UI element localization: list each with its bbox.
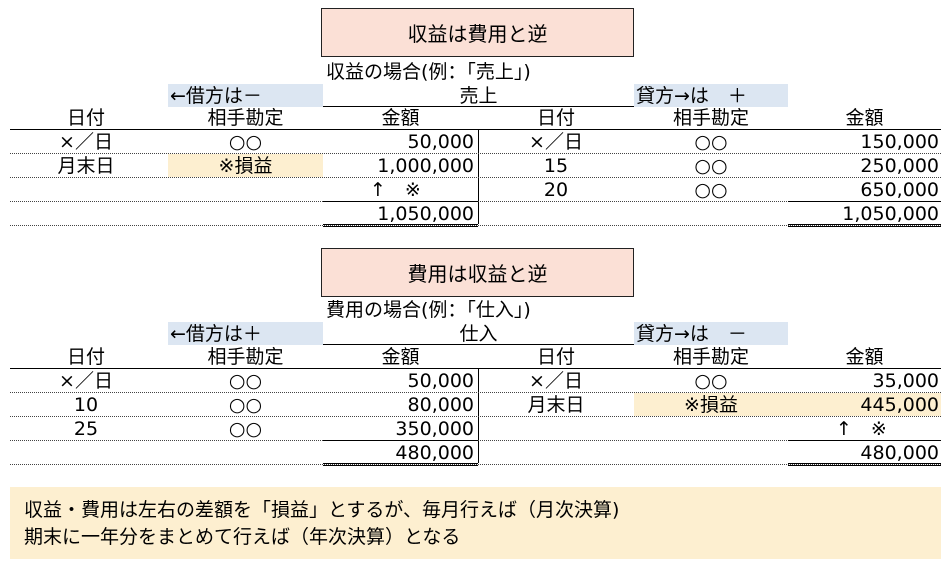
account-name: 売上 <box>459 85 498 107</box>
row-date: 月末日 <box>57 155 115 177</box>
row-amount: 250,000 <box>860 155 939 177</box>
header-date: 日付 <box>66 346 105 368</box>
row-counterpart: ○○ <box>694 131 728 153</box>
t-account-divider <box>478 368 479 463</box>
row-counterpart: ○○ <box>228 394 263 416</box>
row-rule <box>10 416 941 417</box>
section-subtitle: 費用の場合(例：「仕入」) <box>326 299 531 321</box>
row-counterpart: ○○ <box>228 131 263 153</box>
header-amount: 金額 <box>381 346 420 368</box>
debit-label: ←借方は＋ <box>170 323 262 345</box>
header-rule <box>10 368 941 369</box>
account-underline <box>323 106 634 107</box>
section-title: 収益は費用と逆 <box>321 8 634 57</box>
arrow-mark: ↑ ※ <box>836 418 887 440</box>
header-counterpart: 相手勘定 <box>207 346 284 368</box>
row-amount: 150,000 <box>860 131 939 153</box>
credit-label: 貸方→は ＋ <box>636 85 747 107</box>
debit-label: ←借方は－ <box>170 85 262 107</box>
total-double-rule <box>323 224 478 227</box>
row-amount: 35,000 <box>872 370 939 392</box>
row-counterpart: ○○ <box>694 370 728 392</box>
row-amount: 50,000 <box>407 370 474 392</box>
row-amount: 80,000 <box>407 394 474 416</box>
credit-label-band <box>634 84 788 107</box>
row-date: 20 <box>543 179 569 201</box>
header-amount: 金額 <box>845 346 884 368</box>
row-date: 15 <box>543 155 569 177</box>
total-rule <box>788 440 941 441</box>
account-name: 仕入 <box>459 323 498 345</box>
row-amount: 650,000 <box>860 179 939 201</box>
arrow-mark: ↑ ※ <box>370 179 421 201</box>
row-counterpart: ※損益 <box>684 394 738 416</box>
row-date: ×／日 <box>59 370 113 392</box>
total-double-rule <box>788 224 941 227</box>
summary-note: 収益・費用は左右の差額を「損益」とするが、毎月行えば（月次決算) 期末に一年分を… <box>10 487 941 559</box>
section-subtitle: 収益の場合(例：「売上」) <box>326 61 531 83</box>
credit-label: 貸方→は － <box>636 323 747 345</box>
account-underline <box>323 344 634 345</box>
header-date: 日付 <box>66 107 105 129</box>
row-rule <box>10 392 941 393</box>
row-counterpart: ※損益 <box>218 155 273 177</box>
header-rule <box>10 129 941 130</box>
row-date: 25 <box>73 418 99 440</box>
header-date: 日付 <box>536 346 575 368</box>
header-date: 日付 <box>536 107 575 129</box>
left-total: 1,050,000 <box>377 203 474 225</box>
row-amount: 350,000 <box>395 418 474 440</box>
header-amount: 金額 <box>381 107 420 129</box>
row-date: 月末日 <box>527 394 585 416</box>
row-counterpart: ○○ <box>228 370 263 392</box>
right-total: 480,000 <box>860 442 939 464</box>
row-date: 10 <box>73 394 99 416</box>
row-counterpart: ○○ <box>694 179 728 201</box>
debit-label-band <box>168 84 323 107</box>
section-title: 費用は収益と逆 <box>321 248 634 297</box>
total-rule <box>323 440 478 441</box>
row-amount: 50,000 <box>407 131 474 153</box>
row-date: ×／日 <box>529 131 583 153</box>
header-counterpart: 相手勘定 <box>207 107 284 129</box>
header-counterpart: 相手勘定 <box>672 346 749 368</box>
row-amount: 445,000 <box>860 394 939 416</box>
total-rule <box>323 201 478 202</box>
row-rule <box>10 153 941 154</box>
total-double-rule <box>788 463 941 466</box>
total-double-rule <box>323 463 478 466</box>
total-rule <box>788 201 941 202</box>
header-amount: 金額 <box>845 107 884 129</box>
row-date: ×／日 <box>529 370 583 392</box>
t-account-divider <box>478 129 479 224</box>
right-total: 1,050,000 <box>842 203 939 225</box>
credit-label-band <box>634 322 788 345</box>
row-counterpart: ○○ <box>228 418 263 440</box>
debit-label-band <box>168 322 323 345</box>
left-total: 480,000 <box>395 442 474 464</box>
row-date: ×／日 <box>59 131 113 153</box>
pl-highlight <box>168 154 323 177</box>
row-counterpart: ○○ <box>694 155 728 177</box>
pl-highlight <box>634 393 941 416</box>
summary-note-line: 収益・費用は左右の差額を「損益」とするが、毎月行えば（月次決算) <box>24 499 620 521</box>
summary-note-line: 期末に一年分をまとめて行えば（年次決算）となる <box>24 526 461 548</box>
header-counterpart: 相手勘定 <box>672 107 749 129</box>
row-amount: 1,000,000 <box>377 155 474 177</box>
row-rule <box>10 177 941 178</box>
